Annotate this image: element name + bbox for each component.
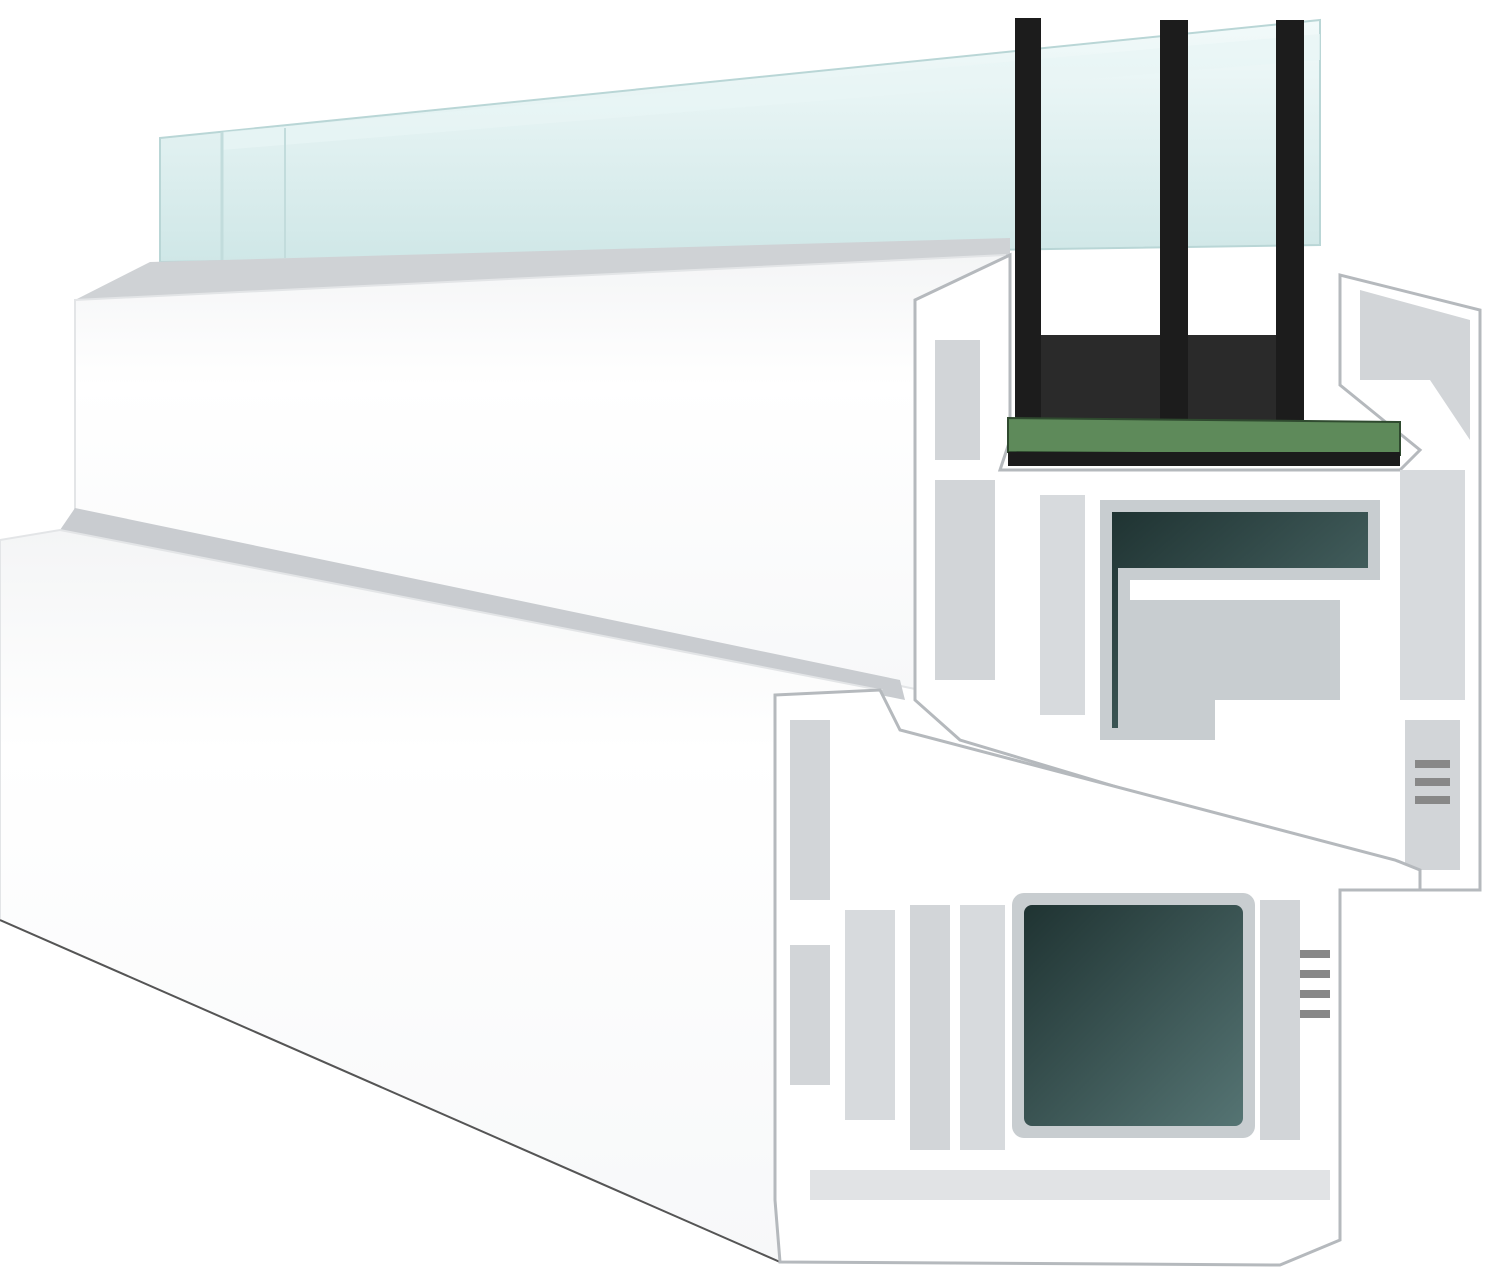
sash-groove — [60, 508, 905, 700]
setting-block — [1007, 416, 1401, 457]
glazing-bead — [75, 238, 1010, 300]
gasket-base — [1008, 452, 1400, 466]
frame-steel-reinforcement — [1012, 893, 1255, 1138]
sash-steel-reinforcement — [1100, 500, 1380, 740]
glass-units — [1015, 18, 1304, 440]
glass-pane — [159, 18, 1321, 264]
